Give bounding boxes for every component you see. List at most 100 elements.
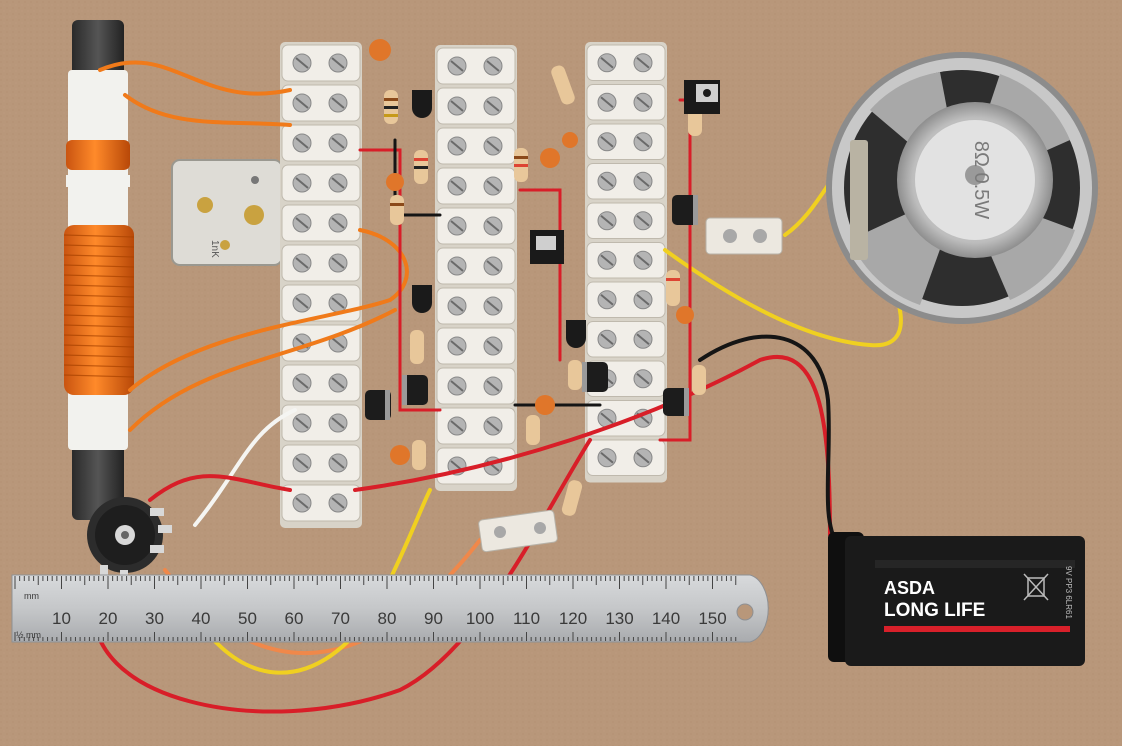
transistor — [412, 90, 432, 118]
transistor — [566, 320, 586, 348]
terminal-cell — [436, 367, 516, 405]
terminal-strip — [585, 42, 667, 483]
power-transistor — [530, 230, 564, 264]
ruler-number: 90 — [424, 609, 443, 628]
ruler-ticks — [14, 576, 737, 641]
terminal-cell — [436, 207, 516, 245]
battery-brand: ASDA — [884, 578, 935, 598]
ruler-number: 110 — [513, 609, 540, 628]
resistor — [526, 415, 540, 445]
red-wire — [148, 474, 292, 502]
ruler-number: 30 — [145, 609, 164, 628]
ruler-number: 130 — [605, 609, 633, 628]
ruler-number: 100 — [466, 609, 494, 628]
terminal-cell — [281, 164, 361, 202]
resistor — [384, 90, 398, 124]
orange-wire — [123, 93, 292, 127]
orange-wire — [98, 60, 292, 96]
battery-model: LONG LIFE — [884, 600, 985, 621]
transistor — [412, 285, 432, 313]
ceramic-capacitor — [386, 173, 404, 191]
ceramic-capacitor — [676, 306, 694, 324]
red-jumper — [358, 148, 442, 412]
ceramic-capacitor — [390, 445, 410, 465]
resistor — [561, 480, 583, 516]
ruler-unit-half-mm: ½ mm — [16, 630, 41, 640]
terminal-cell — [281, 244, 361, 282]
ruler-number: 140 — [652, 609, 680, 628]
power-transistor — [684, 80, 720, 114]
terminal-cell — [586, 84, 666, 121]
resistor — [414, 150, 428, 184]
terminal-cell — [281, 484, 361, 522]
connector-block — [705, 217, 783, 255]
resistor — [410, 330, 424, 364]
terminal-cell — [281, 404, 361, 442]
coil-windings — [63, 234, 135, 378]
terminal-cell — [436, 167, 516, 205]
terminal-cell — [586, 123, 666, 160]
ruler-number: 120 — [559, 609, 587, 628]
resistor — [666, 270, 680, 306]
red-jumper — [518, 188, 562, 362]
terminal-cell — [436, 127, 516, 165]
ruler-number: 150 — [698, 609, 726, 628]
red-wire — [353, 354, 832, 537]
terminal-cell — [586, 44, 666, 81]
ruler-number: 50 — [238, 609, 257, 628]
black-wire — [698, 334, 840, 547]
ceramic-capacitor — [540, 148, 560, 168]
terminal-cell — [281, 444, 361, 482]
terminal-cell — [436, 327, 516, 365]
capacitor-marking: 1nK — [209, 240, 220, 258]
ruler-number: 20 — [99, 609, 118, 628]
ceramic-capacitor — [369, 39, 391, 61]
ruler-number: 10 — [52, 609, 71, 628]
terminal-strip — [435, 45, 517, 491]
components — [365, 39, 783, 553]
ruler-number: 80 — [378, 609, 397, 628]
ferrite-rod-icon — [63, 20, 135, 520]
terminal-cell — [436, 247, 516, 285]
terminal-cell — [281, 44, 361, 82]
ceramic-capacitor — [535, 395, 555, 415]
terminal-cell — [436, 287, 516, 325]
terminal-block-strips — [280, 42, 667, 528]
terminal-cell — [281, 364, 361, 402]
terminal-cell — [586, 202, 666, 239]
terminal-cell — [281, 124, 361, 162]
speaker-icon: 8Ω 0.5W — [826, 52, 1098, 324]
terminal-cell — [436, 407, 516, 445]
variable-capacitor-icon: 1nK — [171, 159, 283, 266]
terminal-cell — [586, 321, 666, 358]
terminal-cell — [586, 242, 666, 279]
terminal-cell — [281, 84, 361, 122]
electrolytic-capacitor — [582, 362, 608, 392]
terminal-cell — [586, 281, 666, 318]
ruler-number: 60 — [285, 609, 304, 628]
ceramic-capacitor — [562, 132, 578, 148]
electrolytic-capacitor — [663, 388, 689, 416]
orange-wire — [128, 308, 397, 432]
resistor — [390, 195, 404, 225]
ruler-number: 70 — [331, 609, 350, 628]
potentiometer-icon — [87, 497, 172, 584]
recycle-bin-icon — [1023, 573, 1049, 601]
terminal-cell — [586, 163, 666, 200]
white-wire — [193, 408, 297, 527]
battery-side-text: 9V PP3 6LR61 — [1064, 566, 1073, 619]
electrolytic-capacitor — [365, 390, 391, 420]
resistor — [692, 365, 706, 395]
electrolytic-capacitor — [402, 375, 428, 405]
battery-icon: ASDA LONG LIFE 9V PP3 6LR61 — [828, 532, 1085, 666]
speaker-marking: 8Ω 0.5W — [970, 141, 992, 219]
resistor — [514, 148, 528, 182]
terminal-cell — [436, 87, 516, 125]
connector-block — [478, 509, 558, 553]
terminal-cell — [436, 47, 516, 85]
electrolytic-capacitor — [672, 195, 698, 225]
terminal-cell — [586, 439, 666, 476]
